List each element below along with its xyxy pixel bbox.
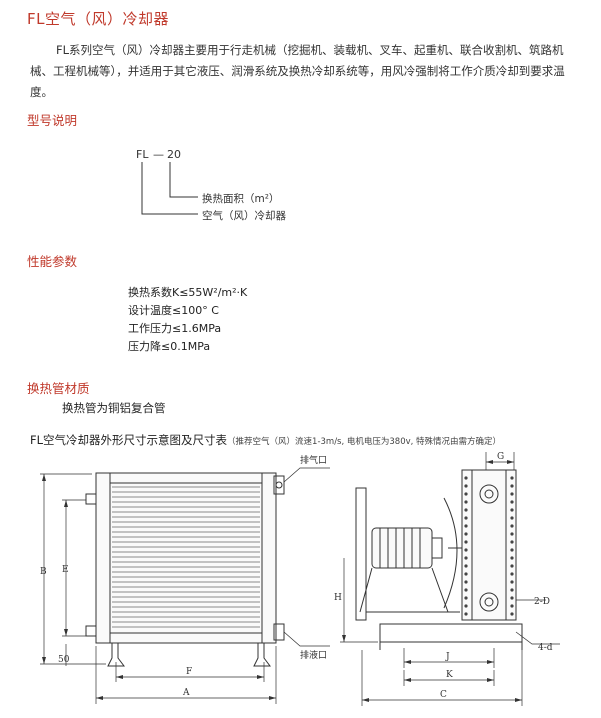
- bolt-hole: [510, 612, 514, 616]
- spec-working-pressure: 工作压力≤1.6MPa: [128, 322, 222, 335]
- dim-label-c: C: [440, 690, 447, 700]
- bolt-hole: [510, 508, 514, 512]
- bolt-hole: [464, 484, 468, 488]
- dim-label-e: E: [62, 565, 69, 575]
- bolt-hole: [510, 492, 514, 496]
- bolt-hole: [510, 484, 514, 488]
- bolt-hole: [510, 564, 514, 568]
- page-title: FL空气（风）冷却器: [27, 10, 169, 28]
- model-heading: 型号说明: [27, 113, 78, 128]
- side-arrowheads: [342, 460, 522, 702]
- bolt-hole: [510, 556, 514, 560]
- dim-label-b: B: [40, 567, 47, 577]
- spec-heat-coefficient: 换热系数K≤55W²/m²·K: [128, 286, 248, 299]
- bolt-hole: [464, 476, 468, 480]
- bolt-hole: [510, 476, 514, 480]
- figure-title: FL空气冷却器外形尺寸示意图及尺寸表（推荐空气（风）流速1-3m/s, 电机电压…: [30, 432, 501, 448]
- bolt-hole: [464, 596, 468, 600]
- side-dimensions: [340, 452, 560, 706]
- bolt-hole: [464, 556, 468, 560]
- bolt-hole: [510, 548, 514, 552]
- figure-note: （推荐空气（风）流速1-3m/s, 电机电压为380v, 特殊情况由需方确定）: [227, 437, 502, 447]
- vent-port-label: 排气口: [300, 454, 327, 466]
- figure-title-text: FL空气冷却器外形尺寸示意图及尺寸表: [30, 433, 228, 447]
- side-view: [355, 469, 523, 650]
- bolt-hole: [510, 604, 514, 608]
- bolt-hole: [464, 492, 468, 496]
- intro-paragraph: FL系列空气（风）冷却器主要用于行走机械（挖掘机、装载机、叉车、起重机、联合收割…: [30, 43, 565, 99]
- spec-design-temperature: 设计温度≤100° C: [128, 304, 219, 317]
- dim-label-f: F: [186, 667, 192, 677]
- bolt-hole: [464, 572, 468, 576]
- material-text: 换热管为铜铝复合管: [62, 401, 166, 415]
- bolt-hole: [464, 524, 468, 528]
- dim-label-h: H: [334, 593, 342, 603]
- model-code-dash: —: [153, 148, 164, 161]
- dim-label-4d: 4-d: [538, 643, 553, 653]
- bolt-hole: [464, 500, 468, 504]
- dim-label-g: G: [497, 452, 504, 462]
- dim-label-2d: 2-D: [534, 597, 550, 607]
- bolt-hole: [510, 540, 514, 544]
- performance-heading: 性能参数: [27, 254, 78, 269]
- bolt-hole: [464, 580, 468, 584]
- bolt-hole: [464, 548, 468, 552]
- model-code-leaders: [141, 162, 198, 215]
- bolt-hole: [464, 604, 468, 608]
- bolt-hole: [464, 564, 468, 568]
- bolt-hole: [464, 532, 468, 536]
- front-view: [85, 472, 285, 667]
- material-heading: 换热管材质: [27, 381, 90, 396]
- model-area-label: 换热面积（m²）: [202, 193, 280, 205]
- bolt-hole: [510, 596, 514, 600]
- model-code-number: 20: [167, 148, 181, 161]
- bolt-hole: [510, 588, 514, 592]
- dim-label-k: K: [446, 670, 453, 680]
- bolt-hole: [464, 516, 468, 520]
- drain-port-label: 排液口: [300, 649, 327, 661]
- bolt-hole: [510, 572, 514, 576]
- model-code-prefix: FL: [136, 148, 149, 161]
- bolt-hole: [464, 508, 468, 512]
- bolt-hole: [464, 540, 468, 544]
- dim-label-a: A: [182, 688, 190, 698]
- dim-label-j: J: [445, 652, 450, 662]
- spec-pressure-drop: 压力降≤0.1MPa: [128, 340, 211, 353]
- bolt-hole: [510, 500, 514, 504]
- bolt-hole: [510, 516, 514, 520]
- dim-label-50: 50: [58, 655, 70, 665]
- bolt-hole: [510, 524, 514, 528]
- bolt-hole: [464, 588, 468, 592]
- bolt-hole: [510, 580, 514, 584]
- bolt-hole: [510, 532, 514, 536]
- bolt-hole: [464, 612, 468, 616]
- model-type-label: 空气（风）冷却器: [202, 210, 286, 222]
- side-bolt-holes: [464, 476, 514, 616]
